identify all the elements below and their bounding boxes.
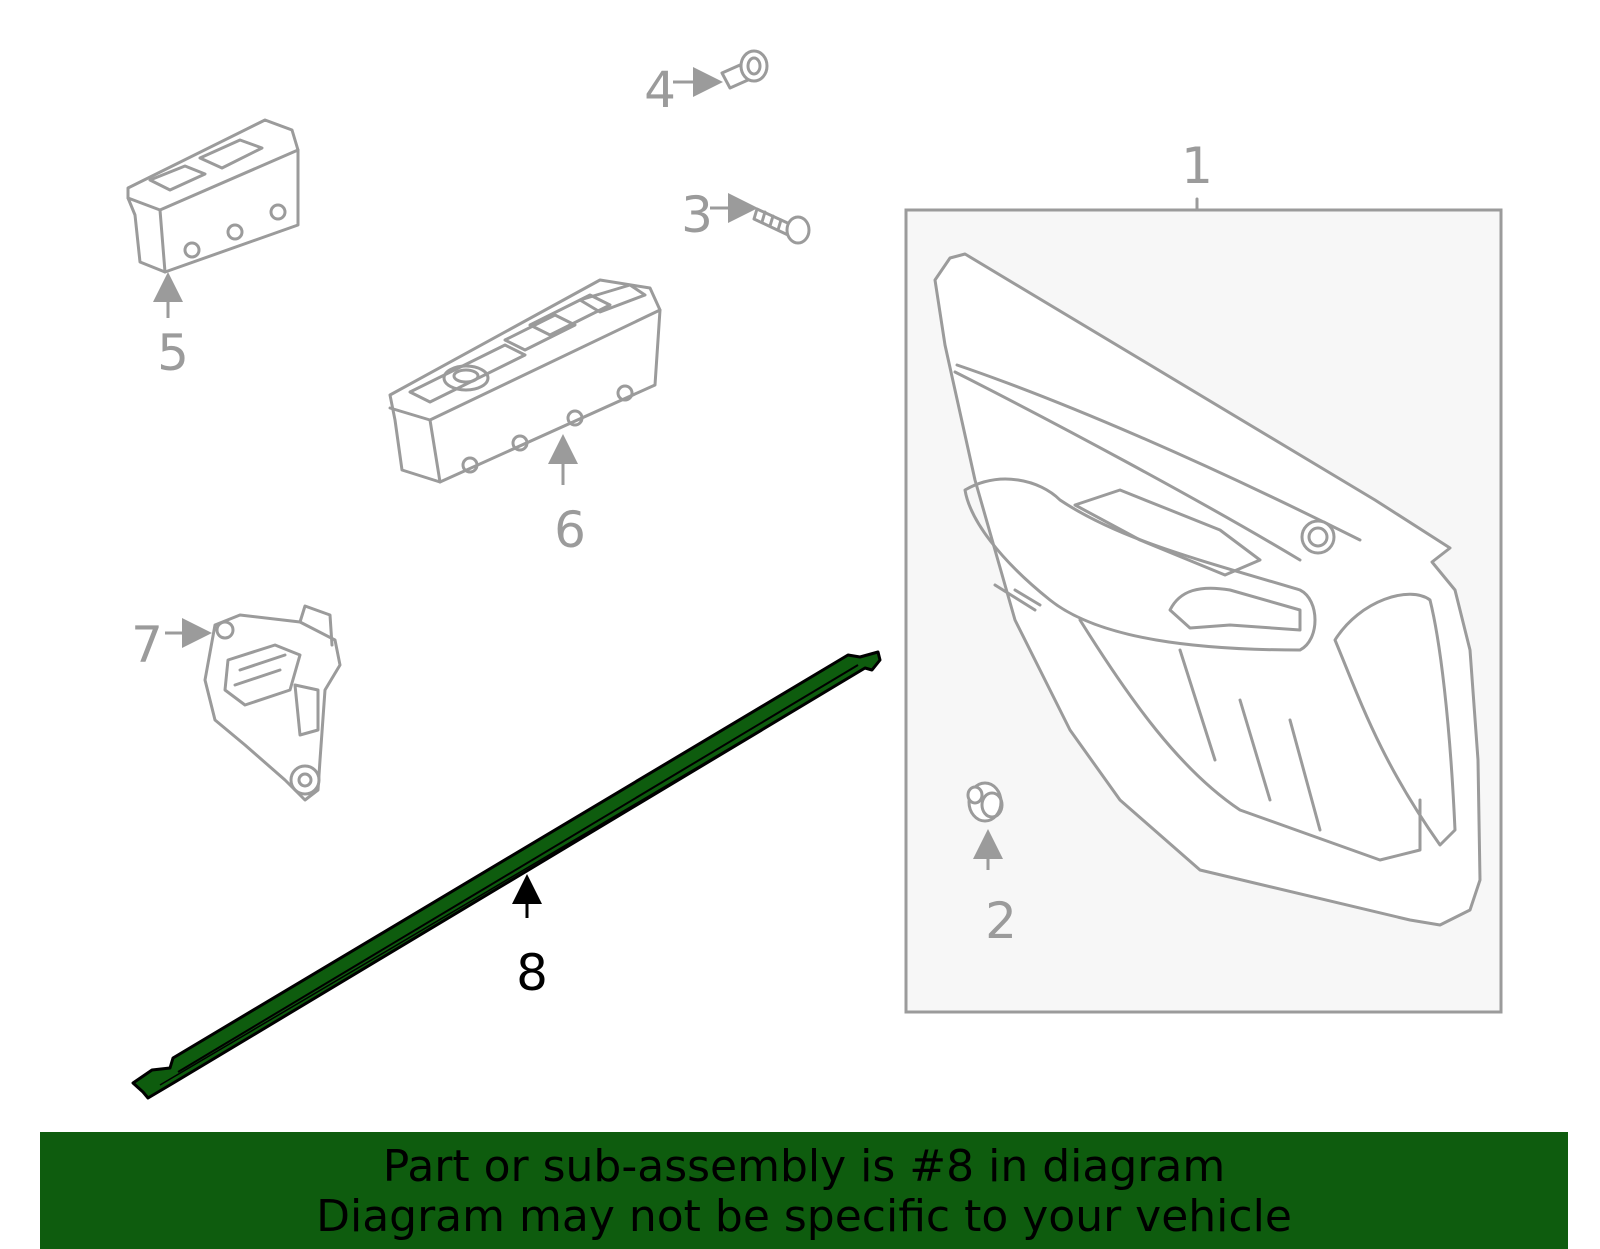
banner-line-1: Part or sub-assembly is #8 in diagram — [382, 1141, 1226, 1192]
door-trim-panel-part-1 — [904, 197, 1503, 1014]
callout-1: 1 — [1181, 137, 1213, 195]
weatherstrip-part-8 — [131, 650, 882, 1100]
fastener-part-4 — [673, 49, 769, 97]
callout-7: 7 — [131, 616, 163, 674]
master-switch-part-6 — [388, 278, 662, 485]
callout-4: 4 — [644, 61, 676, 119]
callout-8: 8 — [516, 944, 548, 1002]
switch-part-5 — [126, 118, 300, 318]
info-banner: Part or sub-assembly is #8 in diagram Di… — [40, 1132, 1568, 1249]
callout-2: 2 — [985, 892, 1017, 950]
callout-5: 5 — [157, 324, 189, 382]
screw-part-3 — [710, 193, 811, 245]
callout-6: 6 — [554, 501, 586, 559]
clip-part-2 — [966, 781, 1004, 870]
callout-3: 3 — [681, 186, 713, 244]
banner-line-2: Diagram may not be specific to your vehi… — [316, 1191, 1292, 1242]
switch-bracket-part-7 — [165, 604, 342, 802]
